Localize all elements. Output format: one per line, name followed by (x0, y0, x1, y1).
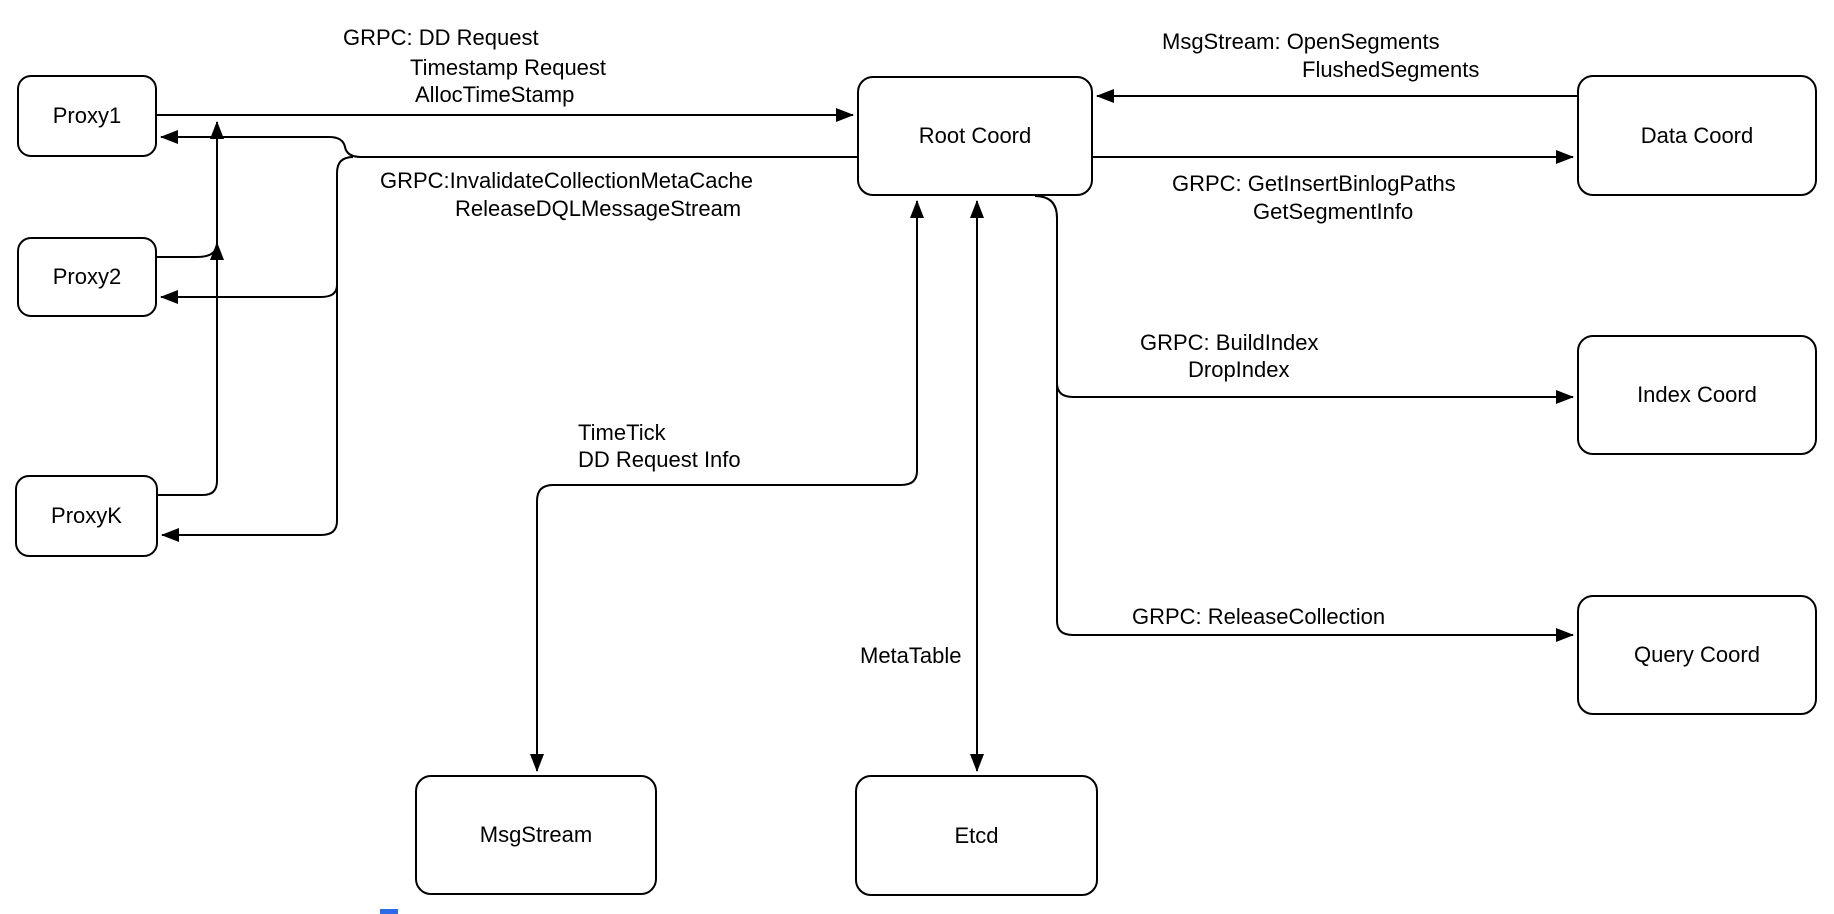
edge-root-to-index (1034, 195, 1574, 404)
node-msgstream: MsgStream (415, 775, 657, 895)
label-proxy-to-root-1: GRPC: DD Request (343, 25, 539, 50)
node-proxyk: ProxyK (15, 475, 158, 557)
label-root-to-proxy-2: ReleaseDQLMessageStream (455, 196, 742, 221)
label-root-to-data-1: GRPC: GetInsertBinlogPaths (1172, 171, 1456, 196)
node-root-coord-label: Root Coord (918, 123, 1032, 148)
node-msgstream-label: MsgStream (479, 822, 593, 847)
bottom-edge-blue-artifact (380, 909, 398, 914)
node-proxyk-label: ProxyK (51, 503, 122, 528)
node-index-coord-label: Index Coord (1637, 382, 1757, 407)
node-query-coord: Query Coord (1577, 595, 1817, 715)
edge-root-to-proxy1 (160, 130, 857, 158)
label-root-to-index-2: DropIndex (1188, 357, 1290, 382)
edge-root-to-proxy2 (160, 284, 338, 304)
edge-proxy2-merge (157, 242, 224, 261)
edge-root-to-query (1056, 383, 1574, 642)
node-index-coord: Index Coord (1577, 335, 1817, 455)
node-query-coord-label: Query Coord (1634, 642, 1760, 667)
node-proxy2: Proxy2 (17, 237, 157, 317)
node-proxy1-label: Proxy1 (52, 103, 122, 128)
label-proxy-to-root-2: Timestamp Request (410, 55, 607, 80)
label-root-to-msgstream-1: TimeTick (578, 420, 666, 445)
edge-proxyk-merge-trunk (158, 121, 224, 496)
label-proxy-to-root-3: AllocTimeStamp (415, 82, 575, 107)
label-data-to-root-2: FlushedSegments (1302, 57, 1480, 82)
node-data-coord: Data Coord (1577, 75, 1817, 196)
node-etcd-label: Etcd (954, 822, 999, 848)
label-data-to-root-1: MsgStream: OpenSegments (1162, 29, 1440, 54)
label-root-to-etcd-1: MetaTable (860, 643, 962, 668)
label-root-to-index-1: GRPC: BuildIndex (1140, 330, 1319, 355)
label-root-to-msgstream-2: DD Request Info (578, 447, 741, 472)
node-data-coord-label: Data Coord (1640, 122, 1754, 148)
label-root-to-proxy-1: GRPC:InvalidateCollectionMetaCache (380, 168, 753, 193)
edge-root-msgstream (530, 200, 924, 772)
node-proxy2-label: Proxy2 (52, 264, 122, 289)
node-root-coord: Root Coord (857, 76, 1093, 196)
node-etcd: Etcd (855, 775, 1098, 896)
label-root-to-data-2: GetSegmentInfo (1253, 199, 1414, 224)
label-root-to-query-1: GRPC: ReleaseCollection (1132, 604, 1386, 629)
node-proxy1: Proxy1 (17, 75, 157, 157)
edge-root-to-proxyk (161, 156, 354, 542)
